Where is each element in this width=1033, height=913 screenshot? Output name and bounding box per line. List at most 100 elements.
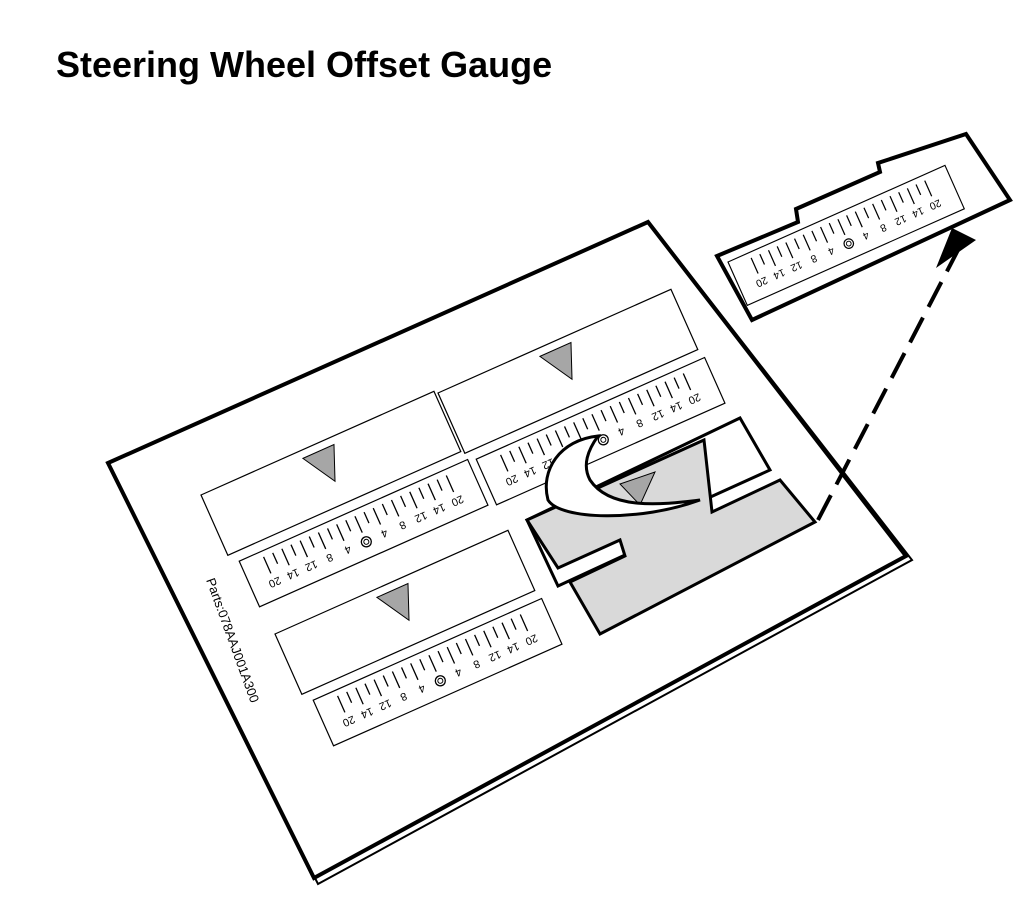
scale-number: 14 [771,266,786,281]
scale-tick [400,495,407,508]
scale-tick [391,671,401,689]
scale-tick [474,634,481,647]
scale-tick [446,646,456,664]
scale-tick [354,515,363,533]
scale-tick [436,479,443,491]
scale-number: 8 [324,550,334,563]
scale-number: 4 [861,228,871,240]
scale-number: 14 [505,639,521,655]
scale-tick [820,226,829,243]
scale-tick [382,675,389,687]
scale-tick [811,230,818,242]
scale-tick [828,222,835,234]
scale-tick [418,487,425,499]
scale-tick [872,203,881,220]
scale-tick [390,499,400,517]
scale-tick [464,638,474,656]
scale-tick [492,626,499,638]
scale-number: 20 [341,713,357,729]
scale-tick [863,207,870,219]
scale-tick [372,507,382,525]
scale-tick [345,520,352,532]
scale-frame [238,458,489,608]
scale-number: 12 [893,212,908,227]
scale-tick [785,242,794,259]
scale-number: 20 [754,274,769,289]
scale-number: 20 [267,574,283,590]
scale-tick [527,442,534,454]
scale-tick [281,548,290,566]
scale-tick [326,528,334,540]
scale-tick [346,691,353,704]
scale-tick [750,257,759,274]
scale-tick [627,397,637,415]
scale-number: 12 [650,407,666,423]
diagram-title: Steering Wheel Offset Gauge [56,44,553,85]
scale-tick [600,409,607,422]
scale-tick [802,234,811,251]
scale-number: 4 [616,424,626,437]
scale-tick [898,191,904,203]
peeled-strip-curl [544,434,701,518]
scale-tick [854,211,863,228]
scale-tick [510,618,517,630]
scale-tick [419,659,426,671]
scale-number: 20 [686,390,702,406]
scale-tick [336,524,345,542]
scale-tick [673,377,680,389]
scale-tick [373,679,383,697]
scale-tick [880,199,887,211]
scale-tick [637,393,644,406]
scale-tick [410,663,419,681]
scale-tick [445,475,455,493]
scale-frame [312,597,563,747]
scale-number: 8 [634,416,644,429]
scale-tick [793,238,800,250]
scale-number: 8 [397,518,407,531]
scale-tick [664,381,673,399]
scale-tick [682,373,692,391]
scale-tick [924,180,933,197]
scale-number: 8 [878,221,888,233]
scale-tick [501,622,510,640]
scale-tick [262,556,272,574]
detail-arrow [816,228,976,521]
scale-number: 8 [808,252,818,264]
scale-tick [355,687,364,705]
center-mark-inner [845,240,852,247]
scale-frame [475,356,726,506]
scale-tick [308,536,315,548]
arrow-head-icon [936,228,976,268]
scale-tick [427,483,436,501]
scale-number: 20 [449,492,465,508]
scale-number: 12 [487,648,503,664]
scale-tick [767,249,777,267]
scale-tick [563,426,571,438]
scale-tick [363,511,370,524]
scale-tick [776,246,783,258]
scale-number: 20 [504,472,520,488]
scale-tick [646,389,655,407]
scale-tick [299,540,309,558]
scale-number: 12 [377,696,393,712]
scale-tick [409,491,418,509]
scale-tick [290,544,297,556]
scale-number: 4 [453,665,463,678]
pointer-triangle-icon [375,582,410,622]
pointer-triangle-icon [301,443,336,483]
scale-tick [272,552,279,565]
center-mark-icon [843,238,855,249]
scale-number: 12 [303,557,319,573]
scale-tick [437,650,444,663]
scale-number: 12 [413,509,429,525]
scale-tick [509,450,516,463]
scale-tick [545,434,552,446]
scale-tick [573,422,582,440]
scale-tick [518,446,527,464]
scale-number: 14 [285,565,301,581]
